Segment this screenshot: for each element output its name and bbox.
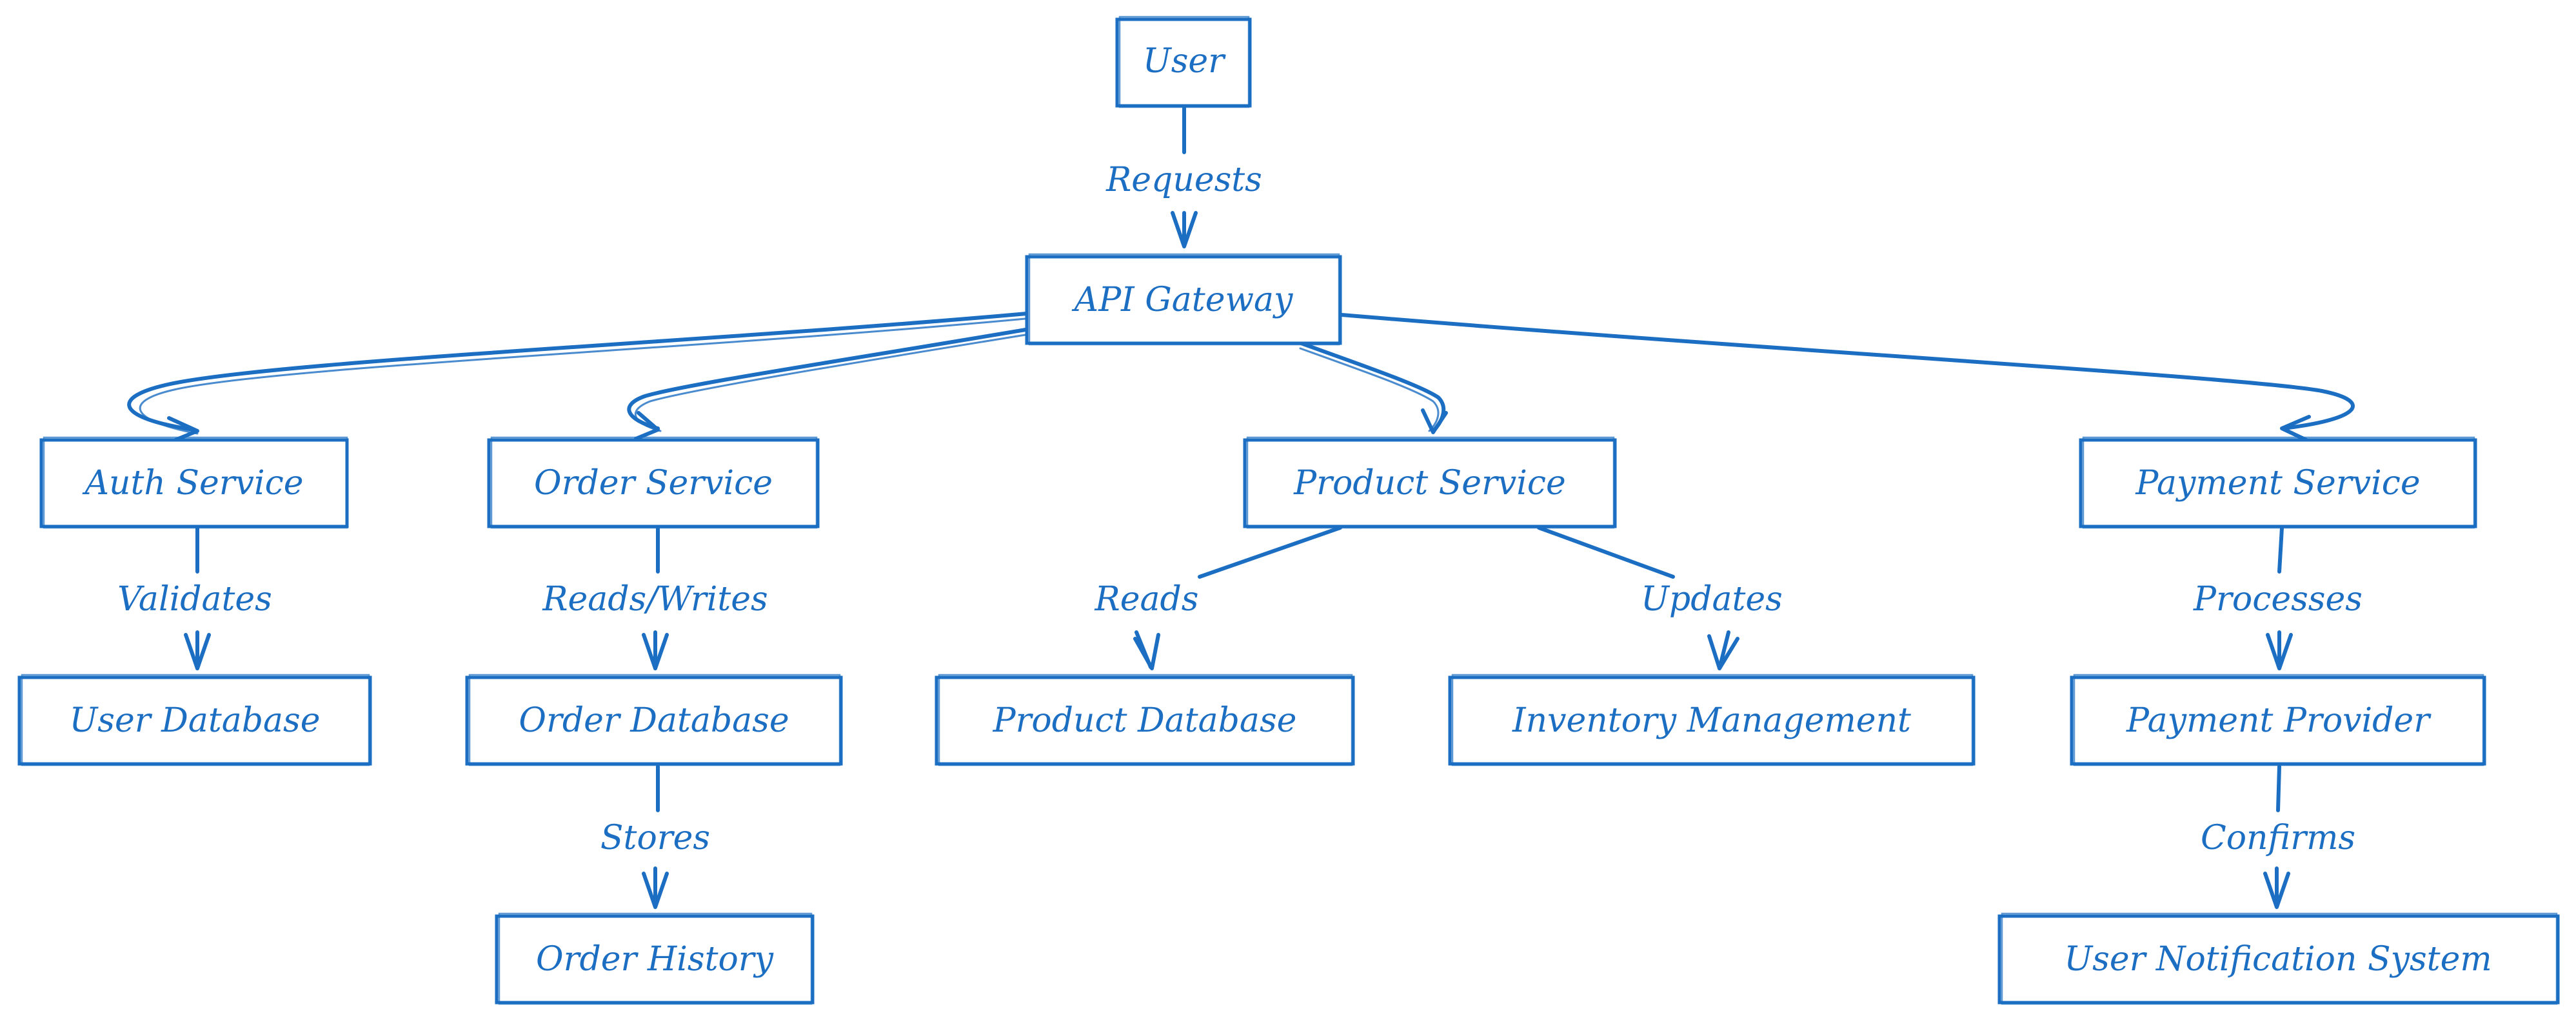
edge-label-reads-writes: Reads/Writes [542, 580, 768, 619]
node-user-database-label: User Database [69, 701, 320, 740]
edge-label-reads: Reads [1095, 580, 1199, 619]
node-inventory-management[interactable]: Inventory Management [1448, 674, 1976, 766]
node-order-database[interactable]: Order Database [465, 674, 843, 766]
edge-api-gateway-auth-service [127, 312, 1029, 445]
node-api-gateway[interactable]: API Gateway [1025, 253, 1342, 346]
node-order-database-label: Order Database [519, 701, 789, 740]
node-product-database[interactable]: Product Database [935, 674, 1355, 766]
edge-label-requests: Requests [1105, 161, 1262, 199]
node-user[interactable]: User [1115, 15, 1252, 108]
node-payment-provider-label: Payment Provider [2126, 701, 2432, 740]
node-order-service-label: Order Service [534, 464, 773, 503]
edge-api-gateway-order-service [627, 327, 1031, 441]
node-user-notification-system[interactable]: User Notification System [1997, 912, 2560, 1005]
edge-api-gateway-payment-service [1340, 313, 2355, 442]
edge-auth-service-user-database [184, 526, 211, 670]
node-order-service[interactable]: Order Service [487, 436, 820, 529]
edge-label-stores: Stores [600, 819, 710, 857]
node-order-history-label: Order History [536, 940, 774, 979]
node-payment-service[interactable]: Payment Service [2079, 436, 2477, 529]
node-product-service[interactable]: Product Service [1243, 436, 1617, 529]
edge-api-gateway-product-service [1296, 340, 1448, 434]
node-payment-service-label: Payment Service [2135, 464, 2420, 503]
edge-product-service-product-database [1133, 526, 1342, 670]
edge-user-api-gateway [1171, 106, 1198, 248]
node-product-service-label: Product Service [1293, 464, 1566, 503]
edge-label-confirms: Confirms [2201, 819, 2355, 857]
node-user-label: User [1143, 42, 1226, 81]
edge-product-service-inventory-management [1537, 526, 1739, 670]
node-payment-provider[interactable]: Payment Provider [2070, 674, 2486, 766]
node-order-history[interactable]: Order History [495, 912, 815, 1005]
node-user-notification-system-label: User Notification System [2064, 940, 2492, 979]
node-auth-service[interactable]: Auth Service [39, 436, 349, 529]
node-product-database-label: Product Database [993, 701, 1297, 740]
node-user-database[interactable]: User Database [17, 674, 372, 766]
edge-label-validates: Validates [117, 580, 272, 619]
node-auth-service-label: Auth Service [82, 464, 303, 503]
edge-label-updates: Updates [1641, 580, 1783, 619]
edge-payment-provider-notification [2263, 765, 2290, 909]
edge-order-database-order-history [642, 765, 669, 909]
edge-label-processes: Processes [2193, 580, 2363, 619]
edge-payment-service-payment-provider [2266, 526, 2293, 670]
node-api-gateway-label: API Gateway [1072, 281, 1293, 319]
node-inventory-management-label: Inventory Management [1512, 701, 1911, 740]
edge-order-service-order-database [642, 526, 669, 670]
